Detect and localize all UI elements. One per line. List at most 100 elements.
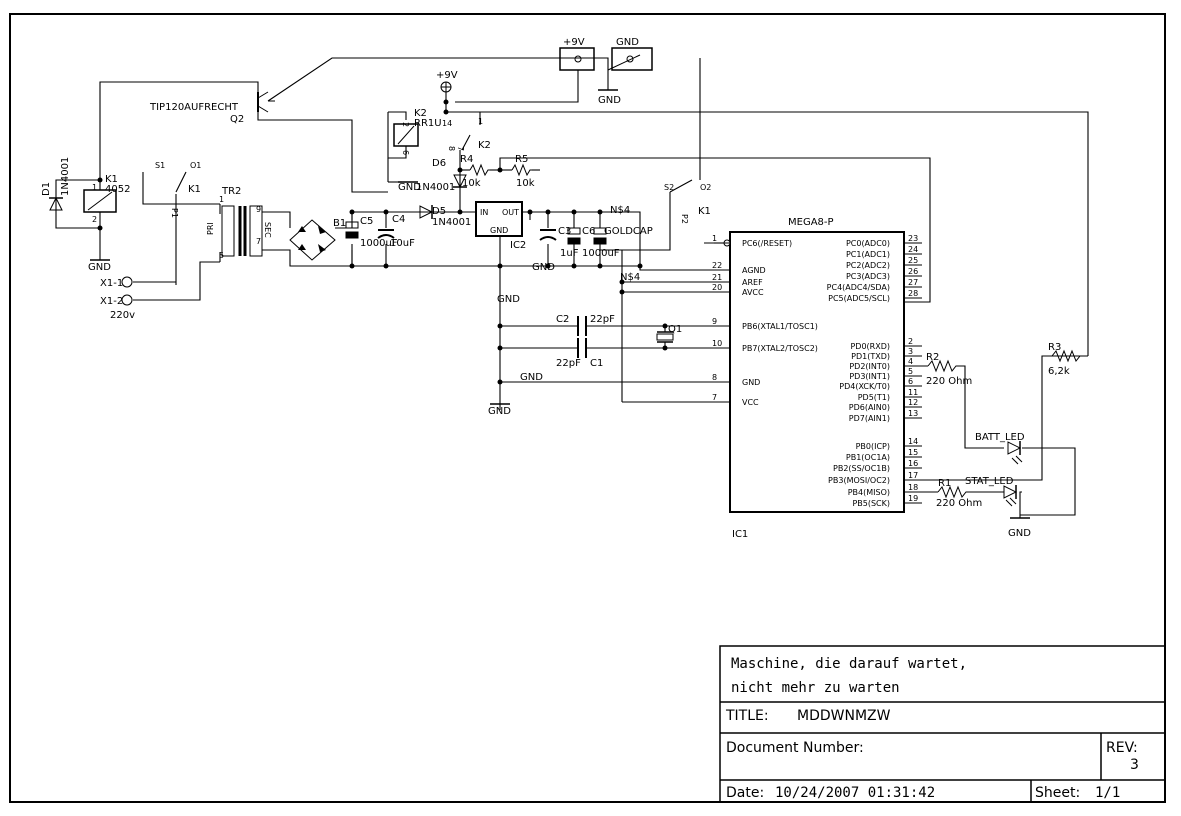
r5-name-label: R5	[515, 154, 528, 165]
k2-pin14-label: 14	[442, 119, 452, 128]
ic1-right-pin-17-label: PB3(MOSI/OC2)	[828, 476, 890, 485]
c5-value-label: 1000uF	[360, 238, 398, 249]
ic1-right-pin-11-number: 11	[908, 388, 918, 397]
ic1-left-pin-10-number: 10	[712, 339, 722, 348]
ic1-right-pin-4-number: 4	[908, 357, 913, 366]
k1-name-label: K1	[105, 174, 118, 185]
d6-name-label: D6	[432, 158, 446, 169]
ic2-gnd-label: GND	[490, 226, 508, 235]
connector-9v-label: +9V	[563, 37, 585, 48]
k2-name-label: K2	[414, 108, 427, 119]
ic1-left-pin-10-label: PB7(XTAL2/TOSC2)	[742, 344, 818, 353]
k2-relay: K2 RR1U 14 1 2 6 8 7 K2 GND	[393, 108, 491, 193]
ic1-left-pin-7-number: 7	[712, 393, 717, 402]
ic1-right-pin-2-label: PD0(RXD)	[850, 342, 890, 351]
c4-value-label: 10uF	[390, 238, 415, 249]
connector-gnd-label: GND	[616, 37, 639, 48]
d5-part-label: 1N4001	[432, 217, 471, 228]
ic1-right-pin-25-number: 25	[908, 256, 918, 265]
connector-gnd-sub-label: GND	[598, 95, 621, 106]
k1-pin1-label: 1	[92, 183, 97, 192]
ic1-right-pin-14-number: 14	[908, 437, 918, 446]
tr2-pri-label: PRI	[206, 222, 215, 235]
x1-terminals: X1-1 X1-2 220v	[100, 276, 135, 321]
k2-pin8-label: 8	[447, 146, 456, 151]
r5-resistor: R5 10k	[511, 154, 535, 189]
r3-value-label: 6,2k	[1048, 366, 1070, 377]
ic1-right-pin-23-number: 23	[908, 234, 918, 243]
stat-led-name-label: STAT_LED	[965, 476, 1014, 487]
q1-crystal: Q1	[656, 324, 682, 343]
net-gnd-rail2-label: GND	[520, 372, 543, 383]
k1-part-label: 4052	[105, 184, 130, 195]
b1-name-label: B1	[333, 218, 346, 229]
k2-pin6-label: 6	[401, 150, 410, 155]
c5-capacitor: C5 1000uF	[345, 216, 398, 249]
revision-value: 3	[1130, 757, 1139, 773]
tr2-pin5-label: 5	[219, 251, 224, 260]
date-value: 10/24/2007 01:31:42	[775, 785, 935, 801]
ic1-right-pin-16-number: 16	[908, 459, 918, 468]
ic1-left-pin-22-number: 22	[712, 261, 722, 270]
date-label: Date:	[726, 785, 764, 801]
c1-capacitor: 22pF C1	[556, 338, 603, 369]
s1-relay-label: K1	[188, 184, 201, 195]
title-block: Maschine, die darauf wartet, nicht mehr …	[719, 645, 1166, 803]
c3-capacitor: C3 1uF	[539, 226, 579, 259]
r4-name-label: R4	[460, 154, 473, 165]
ic1-right-pin-2-number: 2	[908, 337, 913, 346]
ic1-right-pin-27-number: 27	[908, 278, 918, 287]
tr2-pin1-label: 1	[219, 195, 224, 204]
ic1-left-pin-8-label: GND	[742, 378, 760, 387]
d6-part-label: 1N4001	[416, 182, 455, 193]
d6-diode: D6 1N4001	[416, 158, 467, 193]
c5-name-label: C5	[360, 216, 373, 227]
s2-p2-label: P2	[680, 214, 689, 224]
net-gnd-rail-label: GND	[497, 294, 520, 305]
k2-pin2-label: 2	[401, 122, 410, 127]
gnd-symbol-label: GND	[488, 406, 511, 417]
ic1-left-pin-20-label: AVCC	[742, 288, 764, 297]
supply-connector-9v: +9V	[559, 37, 595, 71]
document-number-label: Document Number:	[726, 740, 864, 756]
r1-value-label: 220 Ohm	[936, 498, 982, 509]
ic1-right-pin-18-label: PB4(MISO)	[848, 488, 890, 497]
gnd-symbol: GND	[488, 403, 511, 417]
r4-value-label: 10k	[462, 178, 481, 189]
r3-name-label: R3	[1048, 342, 1061, 353]
ic1-right-pin-18-number: 18	[908, 483, 918, 492]
q2-part-label: TIP120AUFRECHT	[149, 102, 239, 113]
tr2-name-label: TR2	[221, 186, 241, 197]
ic1-right-pin-26-label: PC3(ADC3)	[846, 272, 890, 281]
c6-value-label: 1000uF	[582, 248, 620, 259]
c2-value-label: 22pF	[590, 314, 615, 325]
q2-name-label: Q2	[230, 114, 244, 125]
ic1-left-pin-20-number: 20	[712, 283, 722, 292]
x1-voltage-label: 220v	[110, 310, 135, 321]
ic1-left-pins: 1PC6(/RESET)22AGND21AREF20AVCC9PB6(XTAL1…	[704, 234, 818, 407]
r2-name-label: R2	[926, 352, 939, 363]
ic1-right-pin-12-number: 12	[908, 398, 918, 407]
ic1-right-pin-4-label: PD2(INT0)	[849, 362, 890, 371]
d1-part-label: 1N4001	[60, 157, 71, 196]
ic2-out-label: OUT	[502, 208, 519, 217]
wires	[55, 57, 1089, 518]
s2-relay-label: K1	[698, 206, 711, 217]
d1-name-label: D1	[41, 182, 52, 196]
stat-led: STAT_LED GND	[965, 476, 1031, 539]
ic1-right-pin-11-label: PD5(T1)	[858, 393, 890, 402]
ic1-right-pin-19-label: PB5(SCK)	[852, 499, 890, 508]
s1-o1-label: O1	[190, 161, 201, 170]
ic1-left-pin-1-number: 1	[712, 234, 717, 243]
ic1-right-pin-28-number: 28	[908, 289, 918, 298]
r1-name-label: R1	[938, 478, 951, 489]
ic1-right-pin-27-label: PC4(ADC4/SDA)	[827, 283, 890, 292]
ic1-right-pin-13-label: PD7(AIN1)	[849, 414, 890, 423]
ic2-name-label: IC2	[510, 240, 526, 251]
ic1-right-pin-17-number: 17	[908, 471, 918, 480]
net-n4-label-a: N$4	[610, 205, 630, 216]
c2-name-label: C2	[556, 314, 569, 325]
k1-relay-coil: K1 4052 1 2 GND	[83, 174, 130, 273]
tr2-sec-label: SEC	[263, 222, 272, 238]
ic1-right-pin-6-number: 6	[908, 377, 913, 386]
